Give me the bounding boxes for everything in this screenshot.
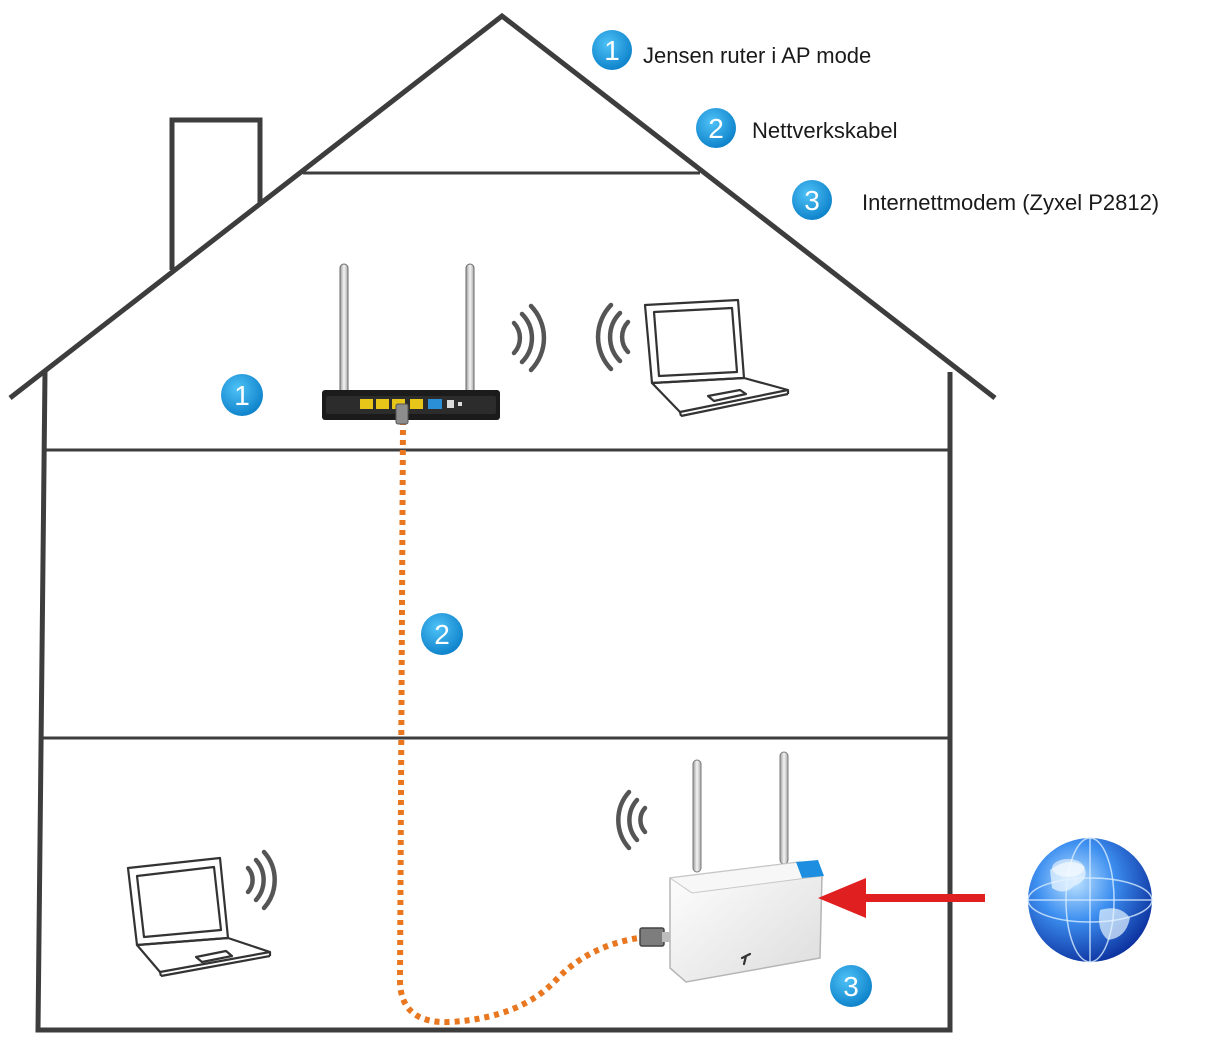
legend-item-2: 2 Nettverkskabel <box>696 108 898 148</box>
wifi-waves-icon <box>511 303 547 373</box>
svg-text:3: 3 <box>843 971 859 1002</box>
svg-text:2: 2 <box>434 619 450 650</box>
modem-icon <box>668 751 824 983</box>
laptop-icon <box>126 856 272 978</box>
router-icon <box>322 263 500 425</box>
laptop-icon <box>643 298 790 418</box>
network-cable <box>396 419 646 1026</box>
house-outline <box>8 12 997 1033</box>
legend-label-1: Jensen ruter i AP mode <box>643 43 871 68</box>
svg-text:1: 1 <box>234 380 250 411</box>
cable-connector-icon <box>639 927 670 947</box>
badge-icon <box>592 30 632 70</box>
wifi-waves-icon <box>616 789 648 851</box>
legend: 1 Jensen ruter i AP mode 2 Nettverkskabe… <box>592 30 1159 220</box>
badge-icon <box>696 108 736 148</box>
router-marker: 1 <box>221 374 263 416</box>
legend-number-2: 2 <box>708 113 724 144</box>
globe-icon <box>1027 837 1153 963</box>
legend-item-3: 3 Internettmodem (Zyxel P2812) <box>792 180 1159 220</box>
legend-label-2: Nettverkskabel <box>752 118 898 143</box>
modem-marker: 3 <box>830 965 872 1007</box>
badge-icon <box>792 180 832 220</box>
arrow-icon <box>818 878 985 918</box>
legend-number-1: 1 <box>604 35 620 66</box>
cable-marker: 2 <box>421 613 463 655</box>
legend-number-3: 3 <box>804 185 820 216</box>
wifi-waves-icon <box>595 302 631 372</box>
wifi-waves-icon <box>245 849 277 911</box>
legend-item-1: 1 Jensen ruter i AP mode <box>592 30 871 70</box>
legend-label-3: Internettmodem (Zyxel P2812) <box>862 190 1159 215</box>
